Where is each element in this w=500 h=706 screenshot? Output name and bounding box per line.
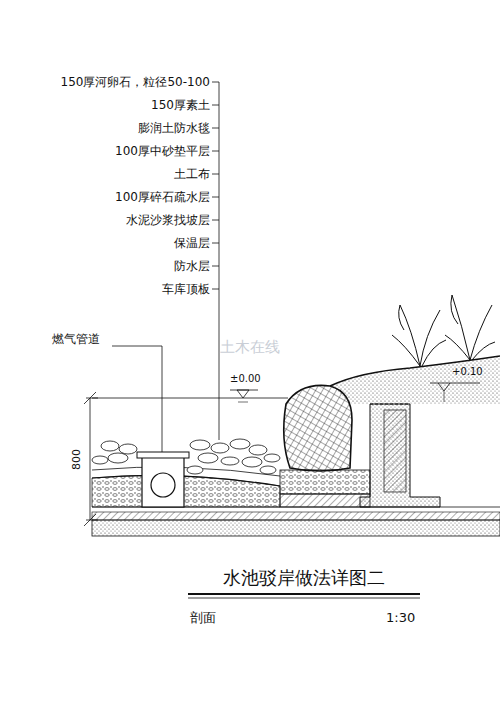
pipe-label: 燃气管道 — [52, 332, 100, 346]
leader-lines — [112, 82, 219, 456]
elevation-mark: +0.10 — [452, 366, 483, 378]
layer-label: 车库顶板 — [162, 282, 210, 296]
scale-label: 1:30 — [386, 610, 415, 626]
layer-label: 150厚素土 — [151, 98, 210, 112]
layer-label: 膨润土防水毯 — [138, 121, 210, 135]
watermark: 土木在线 — [220, 338, 280, 356]
plants — [392, 295, 495, 366]
dimension-text: 800 — [69, 450, 82, 471]
drawing-title: 水池驳岸做法详图二 — [223, 567, 385, 589]
layer-label: 水泥沙浆找坡层 — [126, 213, 210, 227]
elevation-mark: ±0.00 — [230, 373, 261, 385]
layer-label: 保温层 — [174, 236, 210, 250]
layer-label: 150厚河卵石，粒径50-100 — [61, 75, 210, 89]
layer-label: 土工布 — [174, 167, 210, 181]
dimension-line — [84, 392, 98, 526]
pebbles — [92, 439, 280, 474]
layer-label: 防水层 — [174, 259, 210, 273]
layer-label: 100厚中砂垫平层 — [115, 144, 210, 158]
layer-label: 100厚碎石疏水层 — [115, 190, 210, 204]
view-label: 剖面 — [190, 610, 216, 626]
